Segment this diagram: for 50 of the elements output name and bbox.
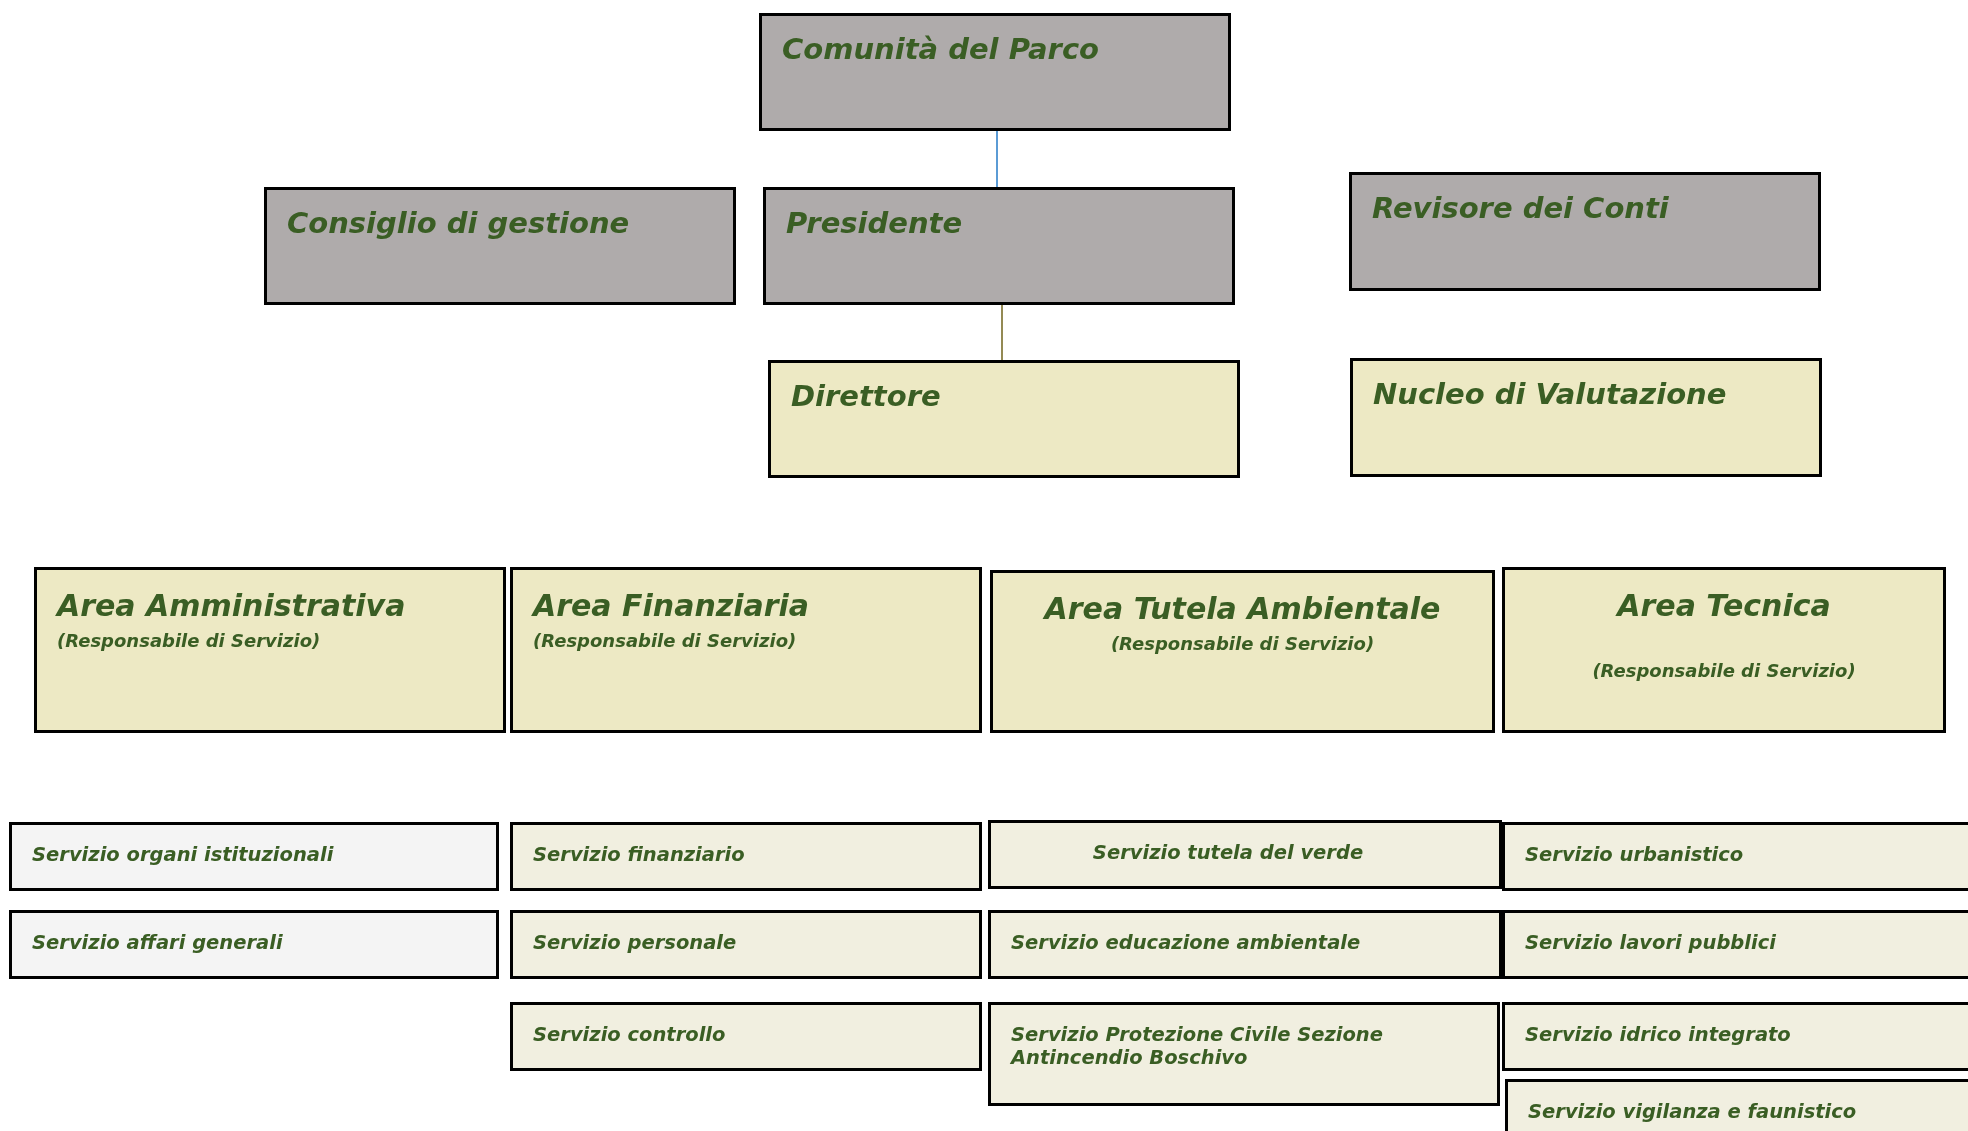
box-title: Area Tecnica: [1614, 588, 1832, 623]
org-box: [1349, 172, 1821, 291]
service-box: [510, 822, 982, 891]
service-box: [988, 910, 1502, 979]
box-title: Servizio affari generali: [32, 931, 284, 955]
box-title: Servizio finanziario: [533, 843, 746, 867]
box-title: Presidente: [786, 206, 963, 240]
service-box: [9, 910, 499, 979]
area-box: [990, 570, 1495, 733]
service-box: [1505, 1079, 1968, 1131]
area-box: [34, 567, 506, 733]
service-box: [1502, 910, 1968, 979]
box-title: Area Finanziaria: [533, 588, 810, 623]
box-title: Comunità del Parco: [782, 32, 1100, 66]
box-title: Revisore dei Conti: [1372, 191, 1669, 225]
service-box: [988, 1002, 1500, 1106]
org-box: [264, 187, 736, 305]
service-box: [1502, 822, 1968, 891]
box-title: Servizio vigilanza e faunistico: [1528, 1100, 1858, 1124]
box-title: Servizio urbanistico: [1525, 843, 1745, 867]
org-box: [763, 187, 1235, 305]
org-box: [768, 360, 1240, 478]
box-title: Nucleo di Valutazione: [1373, 377, 1727, 411]
area-box: [1502, 567, 1946, 733]
service-box: [988, 820, 1502, 889]
service-box: [1502, 1002, 1968, 1071]
service-box: [510, 1002, 982, 1071]
box-title: Servizio organi istituzionali: [32, 843, 335, 867]
box-title: Direttore: [791, 379, 941, 413]
service-box: [9, 822, 499, 891]
connector-line: [996, 130, 998, 188]
box-title: Consiglio di gestione: [287, 206, 630, 240]
box-title: Servizio educazione ambientale: [1011, 931, 1362, 955]
box-title: Area Tutela Ambientale: [1041, 591, 1442, 626]
box-title: Area Amministrativa: [57, 588, 406, 623]
org-box: [759, 13, 1231, 131]
area-box: [510, 567, 982, 733]
box-title: Servizio tutela del verde: [1091, 841, 1365, 865]
box-title: Servizio personale: [533, 931, 738, 955]
box-title: Servizio idrico integrato: [1525, 1023, 1792, 1047]
box-subtitle: (Responsabile di Servizio): [57, 630, 321, 651]
connector-line: [1001, 304, 1003, 361]
org-box: [1350, 358, 1822, 477]
box-title: Servizio Protezione Civile Sezione Antincendio Boschivo: [1011, 1023, 1384, 1070]
box-title: Servizio lavori pubblici: [1525, 931, 1777, 955]
box-subtitle: (Responsabile di Servizio): [1591, 660, 1857, 681]
box-subtitle: (Responsabile di Servizio): [533, 630, 797, 651]
service-box: [510, 910, 982, 979]
box-subtitle: (Responsabile di Servizio): [1109, 633, 1376, 654]
box-title: Servizio controllo: [533, 1023, 727, 1047]
